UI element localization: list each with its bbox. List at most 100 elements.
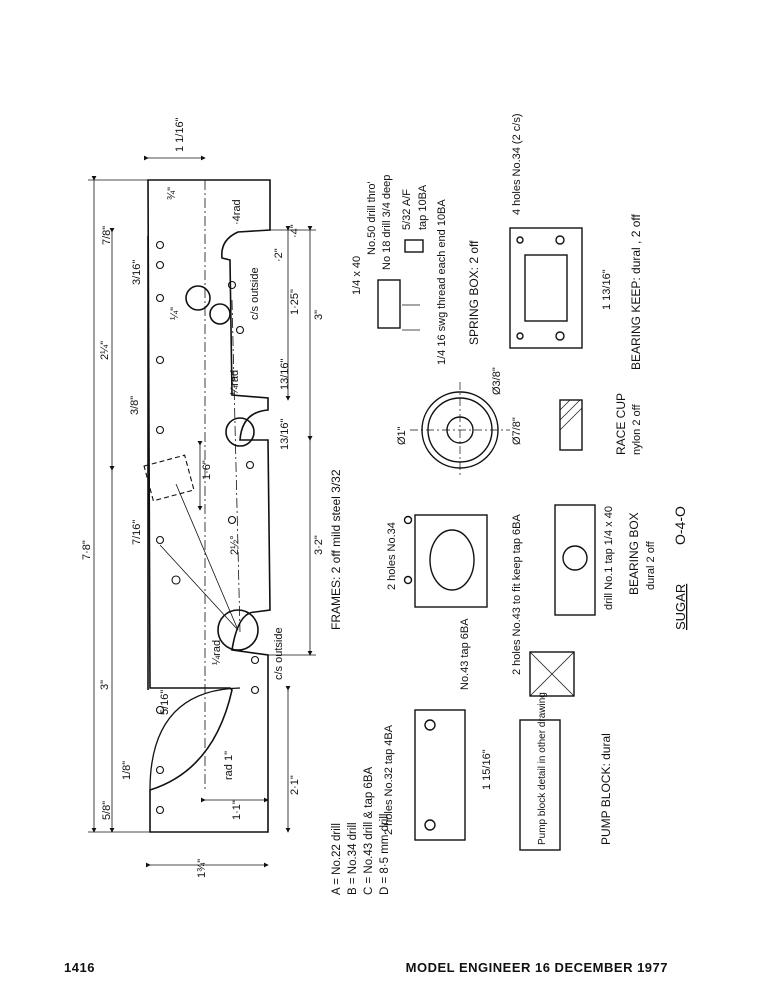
race-cup-sub: nylon 2 off [631, 403, 643, 455]
bearing-keep-dim: 1 13/16" [601, 269, 613, 310]
bearing-keep-hole [555, 331, 565, 341]
legend-b: B = No.34 drill [347, 822, 359, 895]
rad-quarter: ¼rad [229, 370, 241, 395]
small-hole [155, 535, 165, 545]
dim-w-1-8: 1/8" [121, 761, 133, 780]
bearing-box-drawing [403, 504, 596, 616]
race-cup-d2: Ø7/8" [511, 417, 523, 445]
pump-block-holes: 2 holes No.32 tap 4BA [383, 724, 395, 835]
dim-4: ·4" [289, 224, 301, 238]
small-hole [155, 705, 165, 715]
spring-box-note-thread: 1/4 x 40 [351, 256, 363, 295]
pump-block-diag [529, 651, 575, 697]
frames-drawing [88, 155, 316, 868]
small-hole [227, 515, 237, 525]
race-cup-labels: Ø1" Ø7/8" Ø3/8" RACE CUP nylon 2 off [396, 367, 643, 455]
spring-box-note-swg: 1/4 16 swg thread each end 10BA [436, 199, 448, 365]
small-hole [155, 765, 165, 775]
cs-outside: c/s outside [249, 267, 261, 320]
legend-c: C = No.43 drill & tap 6BA [363, 767, 375, 895]
bearing-keep-hole [555, 235, 565, 245]
bearing-box-body [414, 514, 488, 608]
spring-box-caption: SPRING BOX: 2 off [467, 240, 481, 345]
drill-legend: A = No.22 drill B = No.34 drill C = No.4… [331, 767, 391, 895]
race-cup-d1: Ø1" [396, 426, 408, 445]
angle-line [159, 544, 239, 631]
bearing-box-caption: BEARING BOX [627, 512, 641, 595]
rad-4: ·4rad [231, 199, 243, 225]
dashed-cutout [143, 454, 195, 502]
small-hole [250, 655, 260, 665]
pump-block-hole [424, 819, 436, 831]
bearing-keep-caption: BEARING KEEP: dural , 2 off [629, 213, 643, 370]
angle-line [175, 483, 239, 631]
dim-w-5-16: 5/16" [159, 690, 171, 715]
race-cup-section [559, 399, 583, 451]
dim-w-1-4: ¼" [169, 307, 181, 320]
title-name: SUGAR [673, 584, 688, 630]
publication-line: MODEL ENGINEER 16 DECEMBER 1977 [405, 960, 668, 975]
frame-radius-arc [149, 687, 241, 791]
legend-a: A = No.22 drill [331, 823, 343, 895]
bearing-keep-drawing [509, 227, 583, 349]
dim-w-3-4: ¾" [166, 187, 178, 200]
pump-block-tap: No.43 tap 6BA [459, 618, 471, 690]
race-cup-drawing [410, 382, 583, 478]
dim-2: ·2" [273, 248, 285, 262]
angle-2-5: 2½° [229, 535, 241, 555]
pump-block-note-box [519, 719, 561, 851]
bearing-keep-hole [516, 332, 524, 340]
pump-block-detail-note: Pump block detail in other drawing [537, 692, 548, 845]
small-hole [155, 240, 165, 250]
dim-w-3-16: 3/16" [131, 260, 143, 285]
bearing-box-hole [403, 575, 413, 585]
dim-w-13-16b: 13/16" [279, 418, 291, 450]
dim-1-1: 1·1" [231, 800, 243, 820]
pump-block-drawing [414, 651, 575, 851]
dim-1-25: 1·25" [289, 289, 301, 315]
dim-3-2: 3·2" [313, 535, 325, 555]
pump-block-labels: 2 holes No.32 tap 4BA No.43 tap 6BA 1 15… [383, 618, 613, 845]
bearing-keep-holes: 4 holes No.34 (2 c/s) [511, 114, 523, 216]
dim-top-width: 1 1/16" [174, 117, 186, 152]
bearing-box-drill: drill No.1 tap 1/4 x 40 [603, 506, 615, 610]
bearing-keep-body [509, 227, 583, 349]
dim-3: 3" [99, 680, 111, 690]
dim-1-6: 1·6" [201, 460, 213, 480]
spring-box-drawing [377, 239, 424, 331]
race-cup-d3: Ø3/8" [491, 367, 503, 395]
pump-block-square [529, 651, 575, 697]
bearing-box-bore [429, 529, 475, 591]
small-hole [227, 280, 237, 290]
dim-w-7-16: 7/16" [131, 520, 143, 545]
race-cup-hatch [559, 399, 583, 431]
cs-outside-2: c/s outside [273, 627, 285, 680]
bore-hole-main [217, 609, 259, 651]
dim-w-7-8: 7/8" [101, 226, 113, 245]
spring-box-stem [404, 239, 424, 253]
spring-box-body [377, 279, 401, 329]
bearing-box-holes2: 2 holes No.43 to fit keep tap 6BA [511, 514, 523, 675]
small-hole [235, 325, 245, 335]
title-model: O-4-O [672, 506, 688, 545]
bearing-box-holes: 2 holes No.34 [386, 522, 398, 590]
rad-1: rad 1" [223, 751, 235, 780]
small-hole [171, 575, 181, 585]
bearing-keep-slot [524, 254, 568, 322]
pump-block-hole [424, 719, 436, 731]
pump-block-caption: PUMP BLOCK: dural [599, 733, 613, 845]
legend-d: D = 8·5 mm drill [379, 814, 391, 895]
race-cup-caption: RACE CUP [614, 393, 628, 455]
bearing-box-hole [403, 515, 413, 525]
bore-hole-center [225, 417, 255, 447]
page-number: 1416 [64, 960, 95, 975]
spring-box-labels: No.50 drill thro' No 18 drill 3/4 deep 1… [351, 175, 481, 365]
spring-box-note-deep: No 18 drill 3/4 deep [381, 175, 393, 270]
small-hole [155, 293, 165, 303]
dim-overall-length: 7·8" [81, 540, 93, 560]
small-hole [250, 685, 260, 695]
spring-box-note-tap: tap 10BA [417, 184, 429, 230]
small-hole [155, 805, 165, 815]
small-hole [155, 260, 165, 270]
